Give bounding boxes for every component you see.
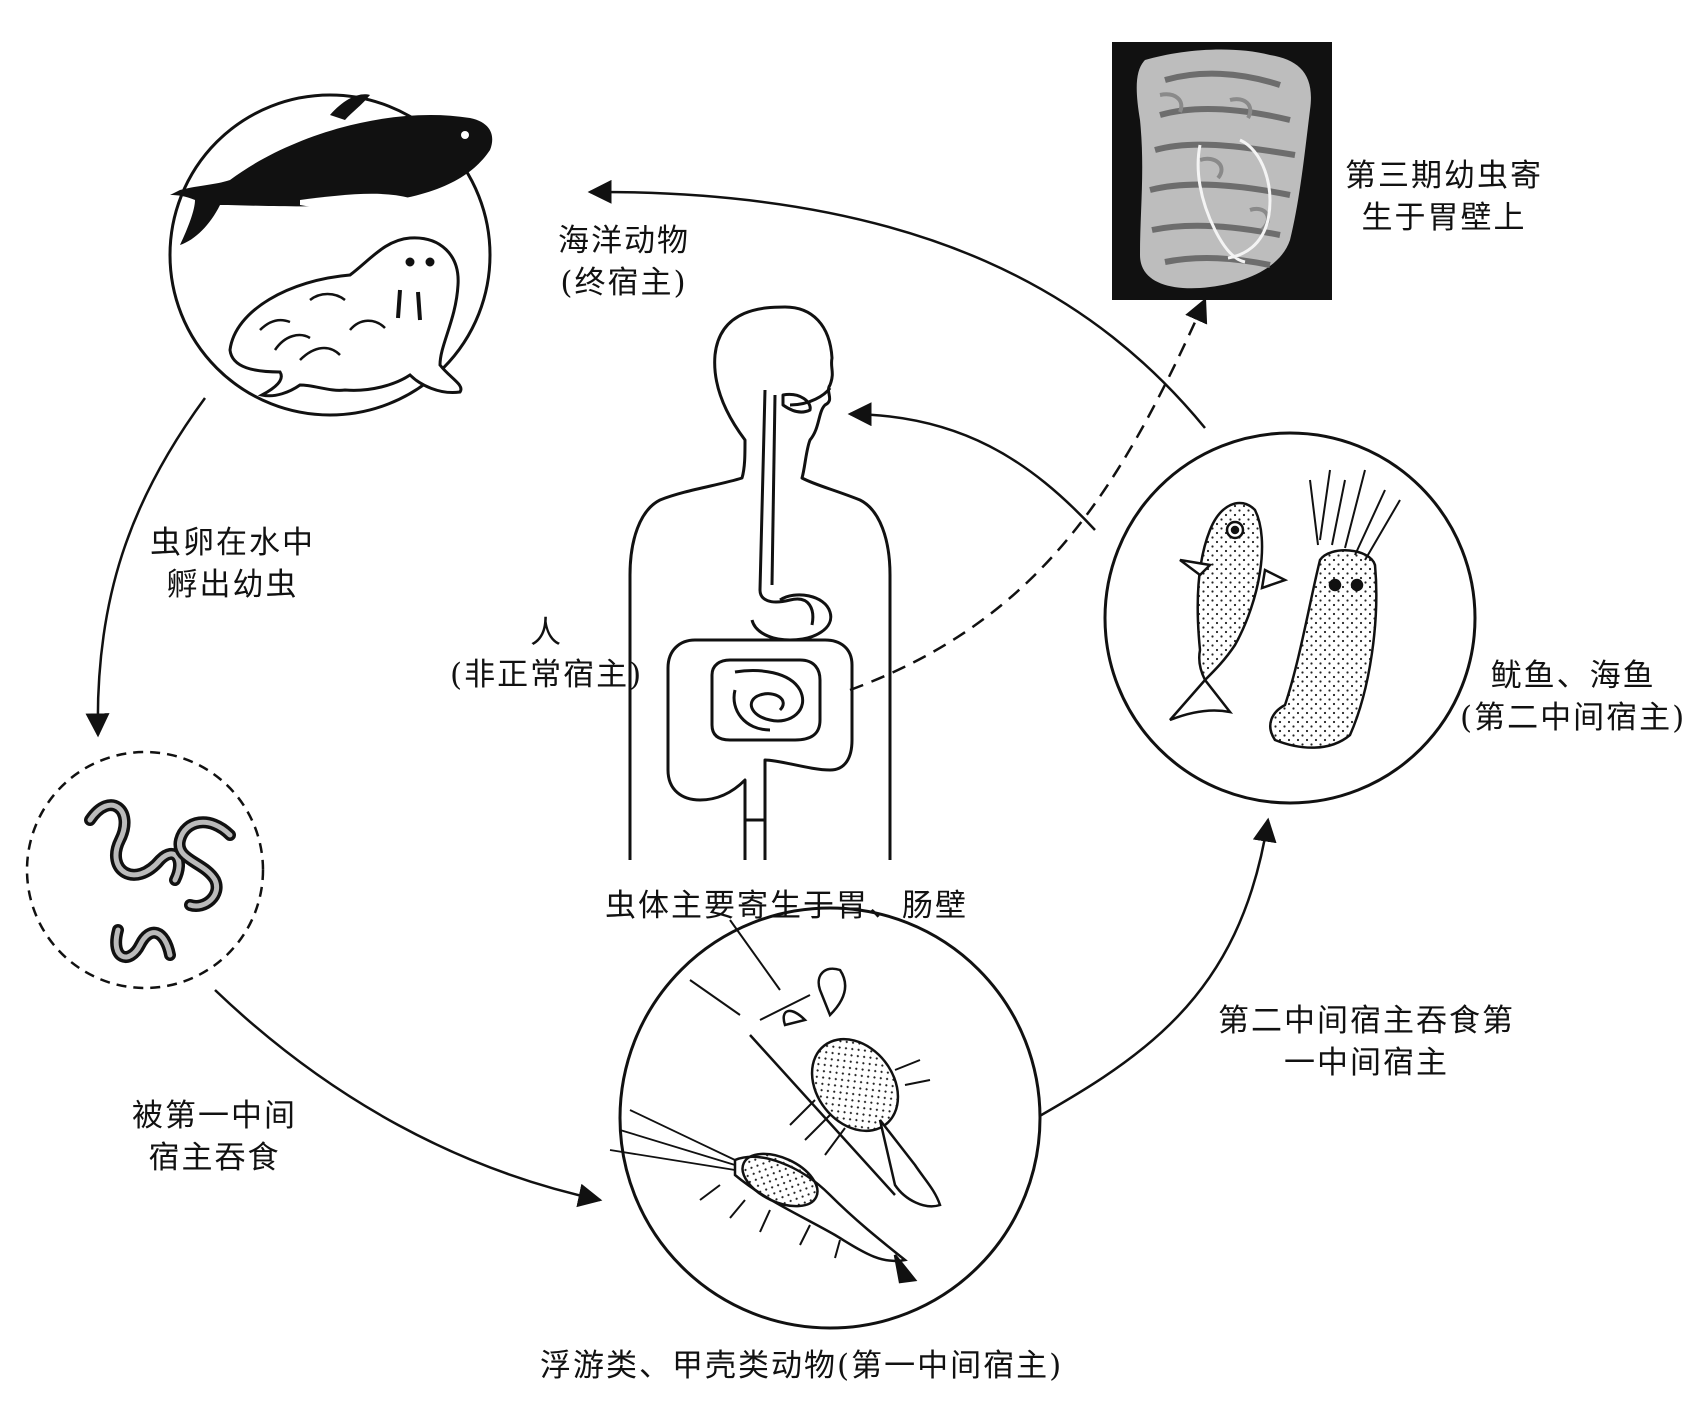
human-role: (非正常宿主) <box>450 657 644 693</box>
human-label: 人 (非正常宿主) <box>450 612 643 696</box>
arrow-first-to-second-host <box>1014 817 1277 1132</box>
second-eats-first-line1: 第二中间宿主吞食第 <box>1218 1003 1515 1039</box>
final-host-label: 海洋动物 (终宿主) <box>558 220 690 304</box>
arrow-second-host-to-human <box>847 402 1096 531</box>
stomach-wall-photo-icon <box>1112 42 1332 300</box>
first-host-text: 浮游类、甲壳类动物(第一中间宿主) <box>540 1348 1064 1384</box>
eggs-hatch-label: 虫卵在水中 孵出幼虫 <box>150 522 315 606</box>
stomach-photo-line1: 第三期幼虫寄 <box>1345 158 1543 194</box>
human-caption-text: 虫体主要寄生于胃、肠壁 <box>605 888 968 924</box>
arrow-final-host-to-larva <box>85 397 207 738</box>
eaten-by-first-line2: 宿主吞食 <box>148 1140 281 1176</box>
whale-icon <box>170 94 493 245</box>
eaten-by-first-label: 被第一中间 宿主吞食 <box>132 1095 297 1179</box>
arrow-second-to-final-host <box>587 179 1206 429</box>
larva-worm-icon <box>84 799 236 963</box>
first-host-label: 浮游类、甲壳类动物(第一中间宿主) <box>540 1345 1063 1387</box>
squid-icon <box>1269 469 1401 749</box>
eaten-by-first-line1: 被第一中间 <box>132 1098 297 1134</box>
second-intermediate-circle <box>1103 431 1477 805</box>
final-host-role: (终宿主) <box>560 265 688 301</box>
eggs-hatch-line2: 孵出幼虫 <box>166 567 299 603</box>
human-name: 人 <box>530 615 564 651</box>
second-host-name: 鱿鱼、海鱼 <box>1490 658 1656 694</box>
first-intermediate-circle <box>618 906 1042 1330</box>
stomach-photo-label: 第三期幼虫寄 生于胃壁上 <box>1345 155 1543 239</box>
shrimp-icon <box>609 1109 918 1284</box>
stomach-photo-line2: 生于胃壁上 <box>1361 200 1527 236</box>
second-host-role: (第二中间宿主) <box>1460 700 1687 736</box>
fish-icon <box>1169 501 1289 722</box>
arrow-human-to-stomach-photo <box>849 297 1208 692</box>
human-digestive-system-icon <box>628 305 892 860</box>
final-host-name: 海洋动物 <box>558 223 690 259</box>
second-eats-first-line2: 一中间宿主 <box>1284 1045 1449 1081</box>
walrus-icon <box>228 236 463 398</box>
second-eats-first-label: 第二中间宿主吞食第 一中间宿主 <box>1218 1000 1515 1084</box>
second-host-label: 鱿鱼、海鱼 (第二中间宿主) <box>1460 655 1686 739</box>
arrow-larva-to-first-host <box>214 989 603 1208</box>
eggs-hatch-line1: 虫卵在水中 <box>150 525 315 561</box>
human-caption: 虫体主要寄生于胃、肠壁 <box>605 885 968 927</box>
crayfish-icon <box>689 919 942 1208</box>
